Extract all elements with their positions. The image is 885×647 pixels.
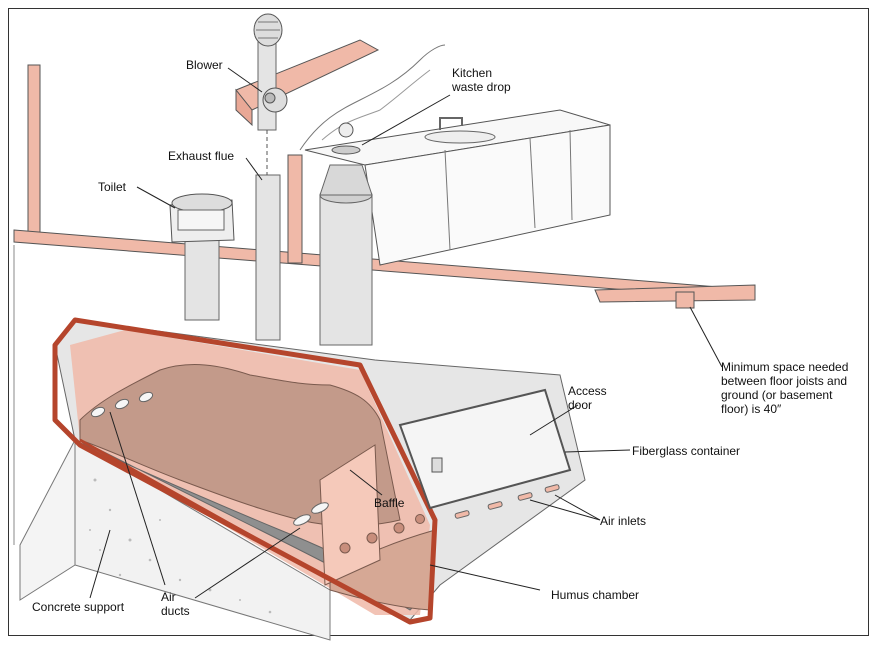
label-blower: Blower (186, 58, 223, 72)
label-concrete-support: Concrete support (32, 600, 125, 614)
label-access-door: Access door (568, 384, 607, 412)
label-kitchen-waste-drop: Kitchen waste drop (452, 66, 511, 94)
label-baffle: Baffle (374, 496, 405, 510)
label-fiberglass-container: Fiberglass container (632, 444, 741, 458)
label-toilet: Toilet (98, 180, 127, 194)
label-humus-chamber: Humus chamber (551, 588, 640, 602)
toilet (169, 193, 235, 321)
exhaust-flue (253, 13, 288, 341)
label-exhaust-flue: Exhaust flue (168, 149, 235, 163)
leader-lines (89, 67, 723, 599)
label-minimum-space: Minimum space needed between floor joist… (721, 360, 849, 416)
concrete-support (19, 439, 331, 641)
label-air-ducts: Air ducts (161, 590, 190, 618)
kitchen-waste-chute (319, 122, 373, 346)
label-air-inlets: Air inlets (600, 514, 647, 528)
fiberglass-container (52, 317, 586, 625)
kitchen-counter (299, 44, 611, 266)
